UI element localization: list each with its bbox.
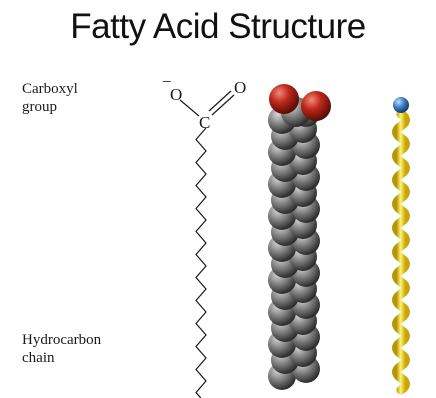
oxygen-sphere (269, 84, 299, 114)
oxygen-charge-text: − (162, 72, 172, 91)
carbon-text: C (199, 113, 210, 132)
structural-formula: − O O C (162, 72, 246, 398)
c-o-double-bond-2 (208, 90, 232, 112)
oxygen-right-text: O (234, 78, 246, 97)
carboxyl-label-line1: Carboxyl (22, 81, 78, 97)
hydrocarbon-label-line1: Hydrocarbon (22, 332, 102, 348)
hydrocarbon-chain-label: Hydrocarbon chain (22, 331, 101, 367)
c-o-double-bond-1 (211, 94, 235, 116)
hydrocarbon-label-line2: chain (22, 350, 55, 366)
carboxyl-label-line2: group (22, 99, 57, 115)
c-o-single-bond (179, 99, 200, 117)
diagram-title: Fatty Acid Structure (70, 7, 366, 46)
oxygen-left-text: O (170, 85, 182, 104)
simplified-model (392, 97, 410, 395)
blue-head-sphere (393, 97, 409, 113)
yellow-tail (392, 109, 410, 395)
carboxyl-group-label: Carboxyl group (22, 80, 78, 116)
hydrocarbon-zigzag (195, 127, 207, 398)
space-filling-model (268, 84, 331, 390)
oxygen-sphere (301, 91, 331, 121)
